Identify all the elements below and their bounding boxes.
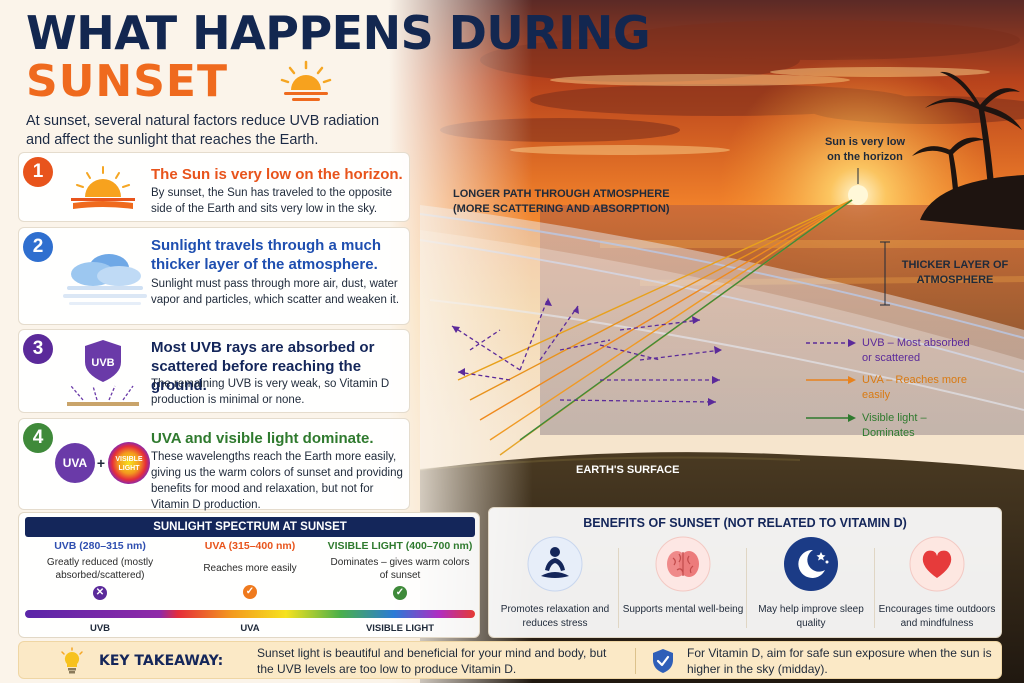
- step-description: Sunlight must pass through more air, dus…: [151, 278, 400, 306]
- spectrum-panel: SUNLIGHT SPECTRUM AT SUNSET UVB (280–315…: [18, 512, 480, 638]
- divider: [618, 548, 619, 628]
- spectrum-name: UVB (280–315 nm): [54, 540, 146, 552]
- benefit-item: Encourages time outdoors and mindfulness: [875, 536, 999, 631]
- spectrum-desc: Reaches more easily: [203, 563, 297, 574]
- spectrum-visible: VISIBLE LIGHT (400–700 nm) Dominates – g…: [325, 539, 475, 600]
- check-mark-icon: ✓: [243, 585, 257, 599]
- takeaway-label: KEY TAKEAWAY:: [99, 653, 224, 669]
- step-card-3: 3 UVB Most UVB rays are absorbed or scat…: [18, 329, 410, 413]
- key-takeaway-bar: KEY TAKEAWAY: Sunset light is beautiful …: [18, 641, 1002, 679]
- divider: [746, 548, 747, 628]
- step-number-badge: 4: [23, 423, 53, 453]
- step-description: By sunset, the Sun has traveled to the o…: [151, 187, 393, 215]
- step-title: UVA and visible light dominate.: [151, 430, 374, 447]
- divider: [635, 648, 636, 674]
- earth-surface-label: EARTH'S SURFACE: [576, 464, 680, 476]
- step-number-badge: 3: [23, 334, 53, 364]
- benefit-text: Supports mental well-being: [622, 604, 744, 615]
- spectrum-desc: Greatly reduced (mostly absorbed/scatter…: [46, 557, 154, 581]
- uva-visible-light-icon: UVA + VISIBLE LIGHT: [55, 442, 150, 484]
- legend-uvb: UVB – Most absorbed or scattered: [862, 337, 970, 364]
- svg-text:+: +: [97, 455, 105, 471]
- moon-stars-icon: [784, 537, 838, 591]
- spectrum-bar-label: UVA: [240, 623, 260, 634]
- step-title: The Sun is very low on the horizon.: [151, 166, 403, 183]
- benefit-item: Promotes relaxation and reduces stress: [493, 536, 617, 631]
- sunset-icon: [71, 166, 135, 209]
- shield-check-icon: [653, 649, 673, 673]
- benefit-item: Supports mental well-being: [621, 536, 745, 617]
- takeaway-text: For Vitamin D, aim for safe sun exposure…: [687, 646, 992, 676]
- divider: [874, 548, 875, 628]
- page-title-highlight: SUNSET: [26, 56, 229, 107]
- step-card-2: 2 Sunlight travels through a much thicke…: [18, 227, 410, 325]
- sun-icon: [280, 60, 332, 101]
- takeaway-text: Sunset light is beautiful and beneficial…: [257, 646, 607, 676]
- brain-icon: [655, 536, 711, 592]
- legend-visible-light: Visible light – Dominates: [862, 412, 927, 439]
- step-description: These wavelengths reach the Earth more e…: [151, 451, 403, 511]
- step-description: The remaining UVB is very weak, so Vitam…: [151, 378, 390, 406]
- spectrum-uvb: UVB (280–315 nm) Greatly reduced (mostly…: [25, 539, 175, 600]
- benefit-text: Encourages time outdoors and mindfulness: [878, 604, 996, 629]
- benefit-text: Promotes relaxation and reduces stress: [500, 604, 610, 629]
- step-number-badge: 1: [23, 157, 53, 187]
- longer-path-label: LONGER PATH THROUGH ATMOSPHERE (MORE SCA…: [453, 188, 670, 215]
- heart-icon: [909, 536, 965, 592]
- svg-text:VISIBLE: VISIBLE: [115, 456, 143, 463]
- lightbulb-icon: [61, 647, 83, 674]
- svg-text:UVB: UVB: [91, 357, 114, 369]
- page-title: WHAT HAPPENS DURING: [26, 6, 651, 60]
- thicker-layer-label: THICKER LAYER OF ATMOSPHERE: [901, 259, 1009, 286]
- cloud-layers-icon: [63, 254, 147, 305]
- meditation-icon: [527, 536, 583, 592]
- sun-label: Sun is very low on the horizon: [824, 136, 906, 163]
- step-number-badge: 2: [23, 232, 53, 262]
- legend-uva: UVA – Reaches more easily: [862, 374, 967, 401]
- step-title: Sunlight travels through a much thicker …: [151, 237, 382, 273]
- spectrum-name: UVA (315–400 nm): [204, 540, 296, 552]
- svg-text:LIGHT: LIGHT: [119, 465, 141, 472]
- x-mark-icon: ✕: [93, 586, 107, 600]
- sun-icon: [848, 185, 868, 205]
- uvb-shield-icon: UVB: [67, 340, 139, 406]
- step-card-1: 1 The Sun is very low on the horizon. By…: [18, 152, 410, 222]
- spectrum-gradient-bar: [25, 610, 475, 618]
- spectrum-name: VISIBLE LIGHT (400–700 nm): [327, 540, 473, 552]
- svg-text:UVA: UVA: [63, 456, 88, 470]
- spectrum-title: SUNLIGHT SPECTRUM AT SUNSET: [25, 517, 475, 537]
- spectrum-desc: Dominates – gives warm colors of sunset: [330, 557, 470, 581]
- benefits-panel: BENEFITS OF SUNSET (NOT RELATED TO VITAM…: [488, 507, 1002, 638]
- intro-text: At sunset, several natural factors reduc…: [26, 113, 380, 148]
- benefit-text: May help improve sleep quality: [758, 604, 864, 629]
- spectrum-bar-label: UVB: [89, 623, 111, 634]
- step-title: Most UVB rays are absorbed or scattered …: [151, 339, 375, 394]
- benefits-title: BENEFITS OF SUNSET (NOT RELATED TO VITAM…: [583, 516, 907, 530]
- step-card-4: 4 UVA + VISIBLE LIGHT UVA and visible li…: [18, 418, 410, 511]
- benefit-item: May help improve sleep quality: [749, 536, 873, 631]
- spectrum-bar-label: VISIBLE LIGHT: [365, 623, 435, 634]
- spectrum-uva: UVA (315–400 nm) Reaches more easily ✓: [175, 539, 325, 599]
- check-mark-icon: ✓: [393, 586, 407, 600]
